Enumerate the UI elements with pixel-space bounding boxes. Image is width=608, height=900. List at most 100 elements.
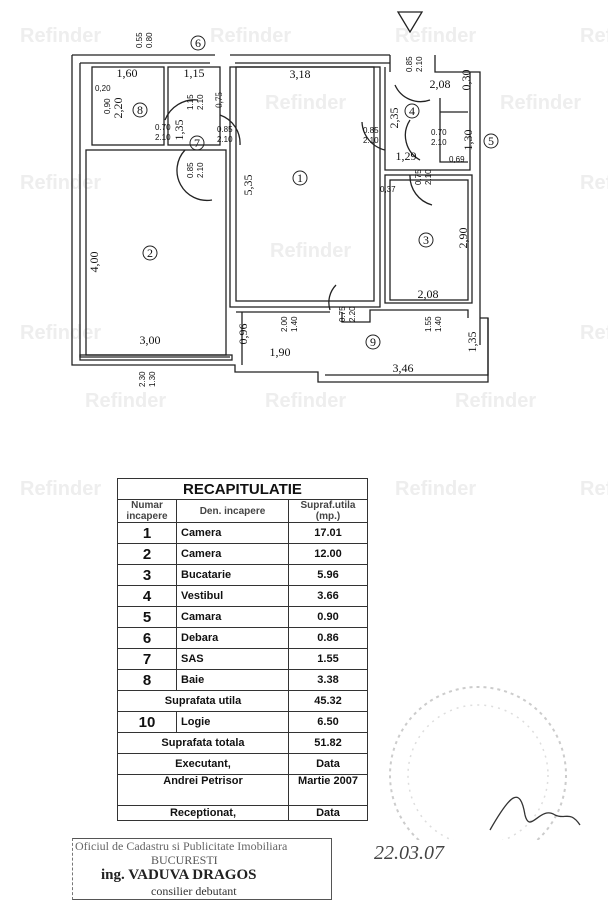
dim: 3,46 bbox=[393, 361, 414, 375]
dim: 2,90 bbox=[456, 228, 470, 249]
dim: 1,29 bbox=[396, 149, 417, 163]
opening-height: 2.10 bbox=[196, 94, 205, 110]
opening-height: 2.10 bbox=[363, 136, 379, 145]
executant-name: Andrei Petrisor bbox=[117, 774, 289, 806]
outer-wall bbox=[71, 54, 489, 383]
room-4-wall bbox=[384, 55, 471, 171]
room-number: 6 bbox=[117, 627, 177, 649]
dim: 2,35 bbox=[387, 108, 401, 129]
executant-label: Executant, bbox=[117, 753, 289, 775]
watermark: Refinder bbox=[20, 322, 102, 344]
watermark: Refinder bbox=[580, 322, 608, 344]
opening-width: 0.75 bbox=[414, 169, 423, 185]
room-number: 4 bbox=[117, 585, 177, 607]
room-area: 3.38 bbox=[288, 669, 368, 691]
room-7-wall bbox=[167, 66, 221, 146]
opening-width: 0.70 bbox=[155, 123, 171, 132]
room-number: 8 bbox=[117, 669, 177, 691]
opening-width: 2.30 bbox=[138, 371, 147, 387]
room-name: Debara bbox=[176, 627, 289, 649]
watermark: Refinder bbox=[210, 25, 292, 47]
room-markers: 6 8 7 1 2 4 5 3 9 bbox=[132, 35, 499, 350]
watermark: Refinder bbox=[395, 478, 477, 500]
useful-area-label: Suprafata utila bbox=[117, 690, 289, 712]
room-8-label: 8 bbox=[137, 103, 143, 117]
opening-width: 0.70 bbox=[431, 128, 447, 137]
dim: 1,90 bbox=[270, 345, 291, 359]
received-date-label: Data bbox=[288, 805, 368, 821]
watermark: Refinder bbox=[265, 390, 347, 412]
watermark: Refinder bbox=[580, 25, 608, 47]
dim: 3,00 bbox=[140, 333, 161, 347]
opening-width: 0.85 bbox=[186, 162, 195, 178]
watermark: Refinder bbox=[20, 25, 102, 47]
room-number: 5 bbox=[117, 606, 177, 628]
opening-height: 2.10 bbox=[217, 135, 233, 144]
watermark: Refinder bbox=[580, 478, 608, 500]
logia-name: Logie bbox=[176, 711, 289, 733]
opening-width: 0.75 bbox=[338, 306, 347, 322]
opening-height: 2.10 bbox=[415, 56, 424, 72]
date-label: Data bbox=[288, 753, 368, 775]
watermark: Refinder bbox=[455, 390, 537, 412]
dim: 0,20 bbox=[95, 84, 111, 93]
watermark: Refinder bbox=[20, 172, 102, 194]
room-area: 17.01 bbox=[288, 522, 368, 544]
opening-height: 1.40 bbox=[434, 316, 443, 332]
opening-width: 0.85 bbox=[363, 126, 379, 135]
inner-wall bbox=[79, 62, 489, 376]
handwritten-date: 22.03.07 bbox=[374, 842, 444, 864]
room-area: 3.66 bbox=[288, 585, 368, 607]
recap-title: RECAPITULATIE bbox=[117, 478, 368, 500]
dim: 0,30 bbox=[459, 70, 473, 91]
room-name: Camara bbox=[176, 606, 289, 628]
useful-area-value: 45.32 bbox=[288, 690, 368, 712]
room-name: Camera bbox=[176, 522, 289, 544]
dim: 0,69 bbox=[449, 155, 465, 164]
room-number: 1 bbox=[117, 522, 177, 544]
opening-width: 2.00 bbox=[280, 316, 289, 332]
dim: 1,35 bbox=[172, 120, 186, 141]
room-number: 7 bbox=[117, 648, 177, 670]
watermark: Refinder bbox=[85, 390, 167, 412]
signature bbox=[489, 796, 581, 831]
dim: 4,00 bbox=[87, 252, 101, 273]
watermark: Refinder bbox=[580, 172, 608, 194]
room-name: Vestibul bbox=[176, 585, 289, 607]
total-area-value: 51.82 bbox=[288, 732, 368, 754]
dim: 0,37 bbox=[380, 185, 396, 194]
room-4-label: 4 bbox=[409, 104, 415, 118]
received-label: Receptionat, bbox=[117, 805, 289, 821]
room-number: 2 bbox=[117, 543, 177, 565]
logia-number: 10 bbox=[117, 711, 177, 733]
dim: 0,75 bbox=[214, 92, 224, 108]
header-name: Den. incapere bbox=[176, 499, 289, 523]
opening-width: 0.55 bbox=[135, 32, 144, 48]
room-3-label: 3 bbox=[423, 233, 429, 247]
dim: 1,60 bbox=[117, 66, 138, 80]
header-number: Numar incapere bbox=[117, 499, 177, 523]
room-9-label: 9 bbox=[370, 335, 376, 349]
stamp-office: Oficiul de Cadastru si Publicitate Imobi… bbox=[75, 839, 288, 853]
opening-height: 0.80 bbox=[145, 32, 154, 48]
watermark: Refinder bbox=[20, 478, 102, 500]
room-5-label: 5 bbox=[488, 134, 494, 148]
opening-width: 0.85 bbox=[405, 56, 414, 72]
total-area-label: Suprafata totala bbox=[117, 732, 289, 754]
header-area: Supraf.utila (mp.) bbox=[288, 499, 368, 523]
date-value: Martie 2007 bbox=[288, 774, 368, 806]
room-3-wall bbox=[384, 174, 473, 304]
logia-area: 6.50 bbox=[288, 711, 368, 733]
opening-width: 1.15 bbox=[186, 94, 195, 110]
room-6-label: 6 bbox=[195, 36, 201, 50]
room-name: SAS bbox=[176, 648, 289, 670]
room-2-label: 2 bbox=[147, 246, 153, 260]
opening-width: 1.55 bbox=[424, 316, 433, 332]
